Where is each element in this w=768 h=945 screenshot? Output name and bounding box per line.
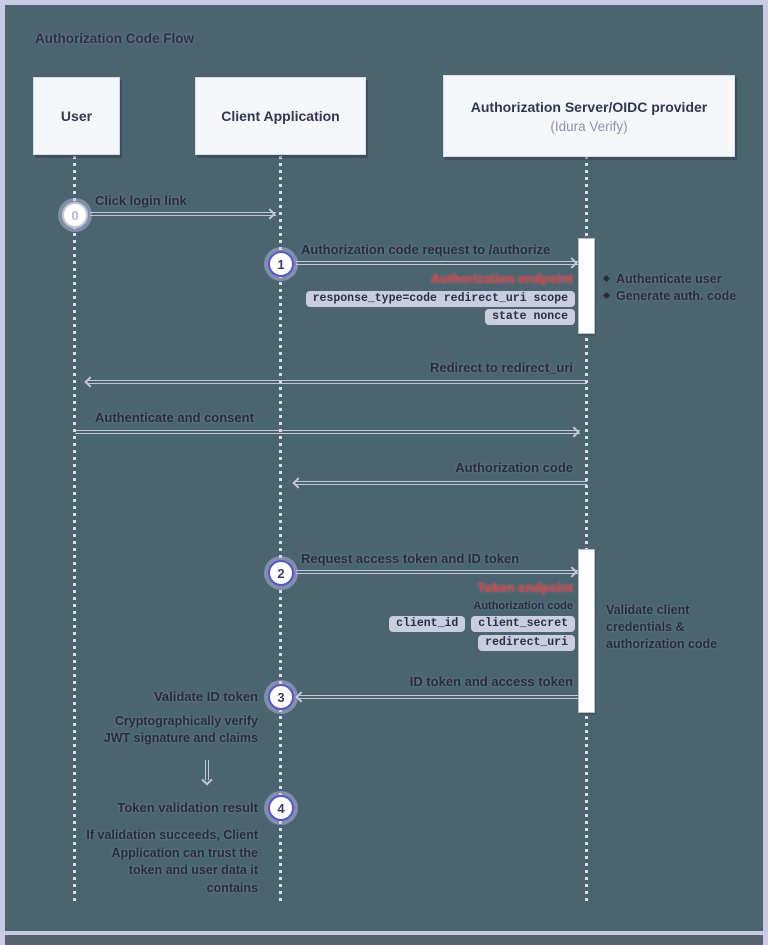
bullet-diamond-icon [602, 291, 611, 300]
message-click-login-arrow [90, 212, 276, 216]
param-chip: client_secret [471, 616, 575, 632]
frame-border-bottom [0, 931, 768, 935]
actor-client-label: Client Application [221, 108, 340, 124]
arrowhead-down-icon [201, 774, 213, 786]
lifeline-user [73, 156, 76, 905]
flow-down-arrow [205, 760, 209, 780]
step-1-badge: 1 [268, 251, 294, 277]
activation-bar-authorize [578, 238, 595, 334]
arrowhead-left-icon [292, 477, 304, 489]
message-consent-arrow [75, 430, 580, 434]
server-actions-step1: Authenticate user Generate auth. code [602, 270, 737, 304]
step-0-badge: 0 [62, 202, 88, 228]
frame-bottom-strip [5, 935, 763, 945]
validate-id-token-note: Cryptographically verify JWT signature a… [103, 714, 258, 745]
message-authcode-label: Authorization code [455, 460, 573, 475]
actor-authorization-server: Authorization Server/OIDC provider (Idur… [443, 75, 735, 157]
bullet-diamond-icon [602, 274, 611, 283]
actor-server-subtitle: (Idura Verify) [550, 118, 628, 134]
step-4-badge: 4 [268, 795, 294, 821]
frame-border-top [0, 0, 768, 5]
param-chip: client_id [389, 616, 466, 632]
authorization-endpoint-label: Authorization endpoint [430, 271, 573, 286]
actor-user-label: User [60, 108, 93, 124]
arrowhead-left-icon [84, 376, 96, 388]
param-chip: state nonce [485, 309, 575, 325]
token-params-row-1: client_id client_secret [300, 616, 575, 632]
arrowhead-right-icon [566, 257, 578, 269]
token-request-sublabel: Authorization code [473, 600, 573, 612]
token-validation-note: If validation succeeds, Client Applicati… [86, 828, 258, 895]
arrowhead-right-icon [264, 208, 276, 220]
message-idtoken-arrow [297, 695, 578, 699]
server-actions-step2: Validate client credentials & authorizat… [606, 603, 718, 651]
server-action-item: Generate auth. code [602, 287, 737, 304]
token-validation-result-label: Token validation result [117, 800, 258, 815]
actor-user: User [33, 77, 120, 155]
frame-border-right [763, 0, 768, 945]
validate-id-token-label: Validate ID token [153, 689, 258, 704]
actor-server-label: Authorization Server/OIDC provider [470, 98, 708, 115]
message-click-login-label: Click login link [95, 193, 187, 208]
param-chip: response_type=code redirect_uri scope [305, 291, 575, 307]
server-action-label: Generate auth. code [616, 288, 737, 303]
request-params-row-1: response_type=code redirect_uri scope [300, 291, 575, 307]
message-idtoken-label: ID token and access token [409, 674, 573, 689]
message-auth-request-arrow [296, 261, 578, 265]
message-redirect-arrow [86, 380, 587, 384]
token-endpoint-label: Token endpoint [477, 580, 573, 595]
step-3-badge: 3 [268, 684, 294, 710]
server-action-item: Authenticate user [602, 270, 736, 287]
message-redirect-label: Redirect to redirect_uri [429, 360, 573, 375]
activation-bar-token [578, 549, 595, 713]
server-action-label: Authenticate user [616, 271, 722, 286]
arrowhead-right-icon [566, 566, 578, 578]
message-consent-label: Authenticate and consent [95, 410, 254, 425]
arrowhead-left-icon [295, 691, 307, 703]
step-2-badge: 2 [268, 560, 294, 586]
message-authcode-arrow [294, 481, 587, 485]
arrowhead-right-icon [568, 426, 580, 438]
message-token-request-label: Request access token and ID token [301, 551, 520, 566]
message-auth-request-label: Authorization code request to /authorize [301, 242, 551, 257]
token-params-row-2: redirect_uri [300, 635, 575, 651]
message-token-request-arrow [296, 570, 578, 574]
lifeline-client [279, 156, 282, 905]
lifeline-server [585, 156, 588, 905]
frame-border-left [0, 0, 5, 945]
actor-client-application: Client Application [195, 77, 366, 155]
diagram-title: Authorization Code Flow [35, 31, 194, 46]
param-chip: redirect_uri [478, 635, 575, 651]
request-params-row-2: state nonce [300, 309, 575, 325]
